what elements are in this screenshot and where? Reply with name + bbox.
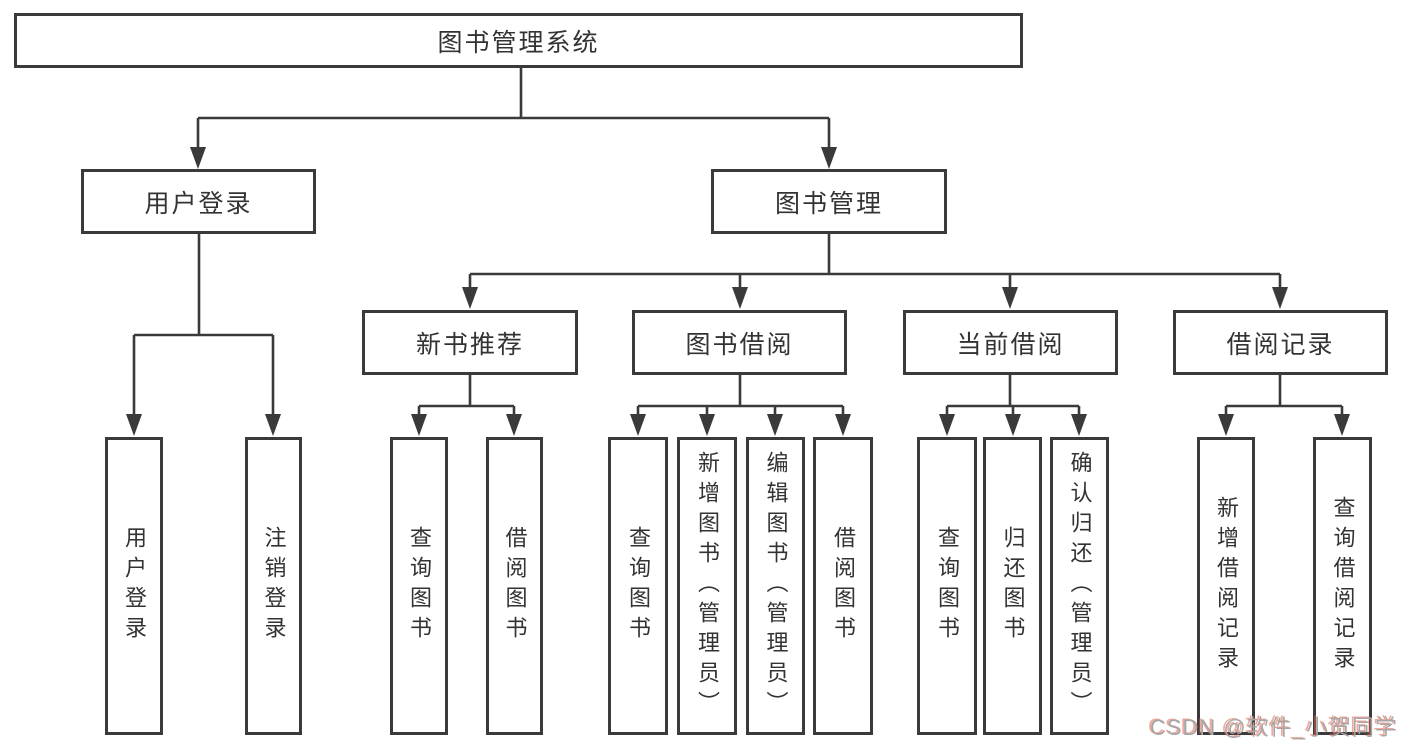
node-book-borrow: 图书借阅 <box>632 310 847 375</box>
node-borrow-books: 借阅图书 <box>813 437 873 735</box>
connector-root-to-level2 <box>190 68 837 169</box>
node-user-login: 用户登录 <box>81 169 316 234</box>
csdn-watermark: CSDN @软件_小贺同学 <box>1149 715 1398 740</box>
node-logout-action-label: 注销登录 <box>261 526 287 646</box>
node-borrow-books-label: 借阅图书 <box>831 526 856 646</box>
connector-new-book-recommend-to-leaves <box>411 375 522 436</box>
node-edit-books-admin-label: 编辑图书（管理员） <box>763 451 789 721</box>
node-logout-action: 注销登录 <box>245 437 302 735</box>
node-confirm-return-admin-label: 确认归还（管理员） <box>1067 451 1093 721</box>
node-return-books: 归还图书 <box>983 437 1042 735</box>
node-query-books-recommend-label: 查询图书 <box>407 526 432 646</box>
node-edit-books-admin: 编辑图书（管理员） <box>746 437 805 735</box>
node-borrow-books-recommend: 借阅图书 <box>486 437 543 735</box>
connector-borrow-records-to-leaves <box>1218 375 1350 436</box>
connector-book-borrow-to-leaves <box>630 375 851 436</box>
node-book-management: 图书管理 <box>711 169 947 234</box>
node-current-borrow: 当前借阅 <box>903 310 1118 375</box>
node-query-books-borrow-label: 查询图书 <box>626 526 651 646</box>
node-return-books-label: 归还图书 <box>1000 526 1026 646</box>
node-query-books-current-label: 查询图书 <box>935 526 960 646</box>
node-query-books-borrow: 查询图书 <box>608 437 668 735</box>
connector-current-borrow-to-leaves <box>939 375 1087 436</box>
node-new-book-recommend: 新书推荐 <box>362 310 578 375</box>
node-query-borrow-record: 查询借阅记录 <box>1313 437 1372 735</box>
node-borrow-books-recommend-label: 借阅图书 <box>502 526 528 646</box>
node-root-library-system: 图书管理系统 <box>14 13 1023 68</box>
connector-book-management-to-level3 <box>462 234 1288 309</box>
node-query-borrow-record-label: 查询借阅记录 <box>1330 496 1356 676</box>
node-user-login-action-label: 用户登录 <box>122 526 147 646</box>
node-add-borrow-record: 新增借阅记录 <box>1197 437 1255 735</box>
node-confirm-return-admin: 确认归还（管理员） <box>1050 437 1109 735</box>
node-borrow-records: 借阅记录 <box>1173 310 1388 375</box>
node-user-login-action: 用户登录 <box>105 437 163 735</box>
node-add-books-admin: 新增图书（管理员） <box>677 437 737 735</box>
node-query-books-current: 查询图书 <box>917 437 977 735</box>
node-add-books-admin-label: 新增图书（管理员） <box>695 451 720 721</box>
connector-user-login-to-leaves <box>126 234 281 436</box>
node-add-borrow-record-label: 新增借阅记录 <box>1214 496 1239 676</box>
node-query-books-recommend: 查询图书 <box>390 437 448 735</box>
